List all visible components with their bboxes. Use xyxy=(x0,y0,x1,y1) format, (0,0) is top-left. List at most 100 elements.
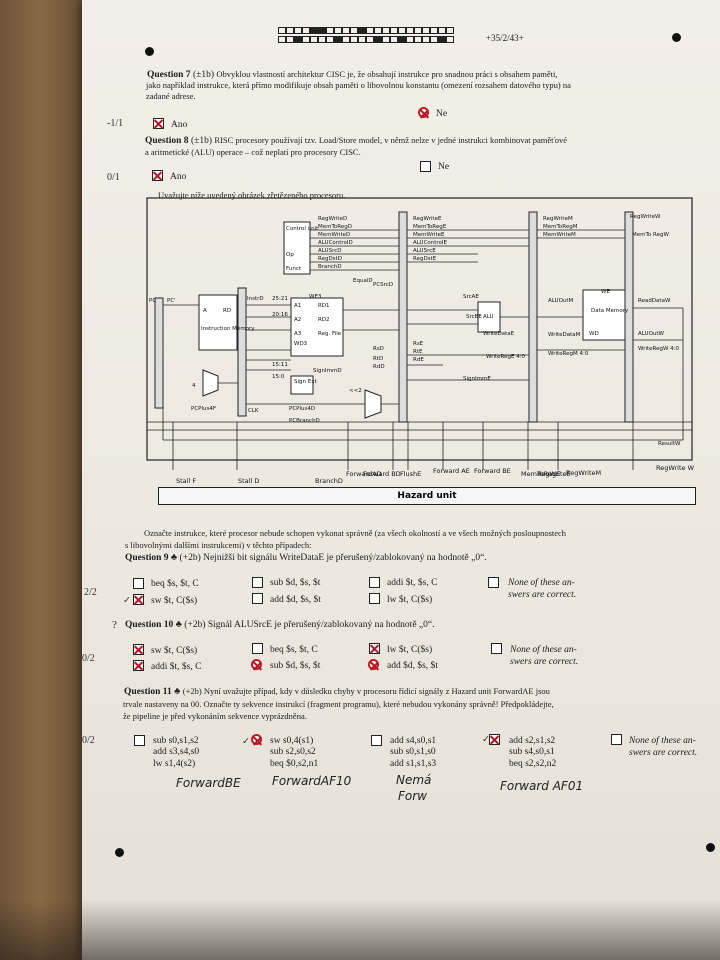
diagram-label: RegWriteE xyxy=(413,216,442,222)
q8-points: (±1b) xyxy=(190,136,212,146)
q7-text-1: Obvyklou vlastností architektur CISC je,… xyxy=(216,69,558,79)
diagram-label: RD xyxy=(223,308,231,314)
hazard-signal-label: ForwardAD xyxy=(346,470,382,478)
barcode-cell xyxy=(438,27,446,34)
q7-checkbox-ne[interactable] xyxy=(418,107,429,118)
q10-checkbox-5[interactable] xyxy=(369,643,380,654)
instruction-memory-box xyxy=(198,294,238,351)
diagram-label: Instruction Memory xyxy=(201,326,255,332)
hazard-signal-label: Forward BE xyxy=(474,467,511,475)
q11-opt3-l2: sub s0,s1,s0 xyxy=(390,747,436,757)
q11-check-mark-2: ✓ xyxy=(242,737,250,747)
q10-checkbox-6[interactable] xyxy=(368,659,379,670)
diagram-label: Sign Ext xyxy=(294,379,317,385)
diagram-label: WriteDataM xyxy=(548,332,581,338)
q9-checkbox-4[interactable] xyxy=(252,593,263,604)
diagram-label: ALUSrcD xyxy=(318,248,341,254)
q10-checkbox-1[interactable] xyxy=(133,644,144,655)
pipeline-register-mw xyxy=(624,211,634,423)
q9-checkbox-5[interactable] xyxy=(369,577,380,588)
barcode-cell xyxy=(278,36,286,43)
barcode-cell xyxy=(310,36,318,43)
diagram-label: 20:16 xyxy=(272,312,288,318)
q9-option-5: addi $t, $s, C xyxy=(387,578,438,588)
q11-checkbox-4[interactable] xyxy=(489,734,500,745)
diagram-label: InstrD xyxy=(247,296,264,302)
diagram-label: WD3 xyxy=(294,341,308,347)
q11-checkbox-2[interactable] xyxy=(251,734,262,745)
hazard-signal-label: Stall D xyxy=(238,477,260,485)
q9-checkbox-3[interactable] xyxy=(252,577,263,588)
q8-option-ne: Ne xyxy=(438,162,450,172)
diagram-label: ReadDataW xyxy=(638,298,671,304)
pc-adder xyxy=(202,369,219,397)
diagram-label: Data Memory xyxy=(591,308,629,314)
q11-checkbox-1[interactable] xyxy=(134,735,145,746)
q11-checkbox-3[interactable] xyxy=(371,735,382,746)
q9-score: 2/2 xyxy=(84,587,97,598)
q11-checkbox-none[interactable] xyxy=(611,734,622,745)
q7-option-ne: Ne xyxy=(436,109,448,119)
q8-title: Question 8 xyxy=(145,136,189,146)
barcode-cell xyxy=(294,36,302,43)
diagram-label: WriteRegM 4:0 xyxy=(548,351,589,357)
diagram-label-layer: RegWriteDMemToRegDMemWriteDALUControlDAL… xyxy=(149,214,681,447)
pipeline-register-f xyxy=(154,297,164,409)
barcode-cell xyxy=(318,36,326,43)
hazard-signal-label: MemToRegE xyxy=(521,470,561,478)
q8-line1: Question 8 (±1b) RISC procesory používaj… xyxy=(145,135,567,146)
q10-checkbox-3[interactable] xyxy=(252,643,263,654)
handwritten-note-1: ForwardBE xyxy=(176,776,241,790)
q10-option-5: lw $t, C($s) xyxy=(387,645,433,655)
q10-checkbox-4[interactable] xyxy=(251,659,262,670)
q7-checkbox-ano[interactable] xyxy=(153,118,164,129)
diagram-label: WD xyxy=(589,331,599,337)
diagram-label: Control unit xyxy=(286,226,319,232)
diagram-label: RsD xyxy=(373,346,384,352)
q10-checkbox-2[interactable] xyxy=(133,660,144,671)
q10-checkbox-none[interactable] xyxy=(491,643,502,654)
barcode-cell xyxy=(406,27,414,34)
diagram-label: WE xyxy=(601,289,610,295)
q8-checkbox-ano[interactable] xyxy=(152,170,163,181)
diagram-label: RdD xyxy=(373,364,385,370)
q11-title: Question 11 ♣ xyxy=(124,687,181,697)
diagram-label: A3 xyxy=(294,331,302,337)
diagram-label: ALUControlD xyxy=(318,240,353,246)
q11-opt4-l2: sub s4,s0,s1 xyxy=(509,747,555,757)
diagram-label: MemWriteE xyxy=(413,232,445,238)
q8-checkbox-ne[interactable] xyxy=(420,161,431,172)
barcode-cell xyxy=(446,36,454,43)
diagram-label: SignImmD xyxy=(313,368,342,374)
diagram-label: PCPlus4F xyxy=(191,406,216,412)
barcode-cell xyxy=(438,36,446,43)
barcode-cell xyxy=(342,36,350,43)
handwritten-note-4: Forward AF01 xyxy=(500,779,584,793)
q11-opt2-l2: sub s2,s0,s2 xyxy=(270,747,316,757)
q10-option-none-1: None of these an- xyxy=(510,645,577,655)
hazard-signal-label: Forward AE xyxy=(433,467,470,475)
q9-checkbox-2[interactable] xyxy=(133,594,144,605)
corner-marker xyxy=(672,33,681,42)
diagram-label: MemWriteD xyxy=(318,232,350,238)
pipeline-register-em xyxy=(528,211,538,423)
handwritten-note-3: Nemá xyxy=(396,773,432,787)
diagram-label: A1 xyxy=(294,303,301,309)
q9-checkbox-1[interactable] xyxy=(133,578,144,589)
q11-opt2-l1: sw s0,4(s1) xyxy=(270,736,314,746)
barcode-cell xyxy=(422,27,430,34)
q9-checkbox-none[interactable] xyxy=(488,577,499,588)
barcode-cell xyxy=(334,27,342,34)
diagram-label: BranchD xyxy=(318,264,342,270)
barcode-cell xyxy=(286,27,294,34)
q7-option-ano: Ano xyxy=(171,120,188,130)
q9-checkbox-6[interactable] xyxy=(369,593,380,604)
diagram-label: Funct xyxy=(286,266,302,272)
diagram-outer-frame xyxy=(146,197,693,461)
q11-opt1-l2: add s3,s4,s0 xyxy=(153,747,200,757)
q9-option-2: sw $t, C($s) xyxy=(151,596,198,606)
diagram-label: PCSrcD xyxy=(373,282,393,288)
hazard-unit-box: Hazard unit xyxy=(158,487,696,505)
handwritten-note-3b: Forw xyxy=(398,789,427,803)
corner-marker xyxy=(706,843,715,852)
